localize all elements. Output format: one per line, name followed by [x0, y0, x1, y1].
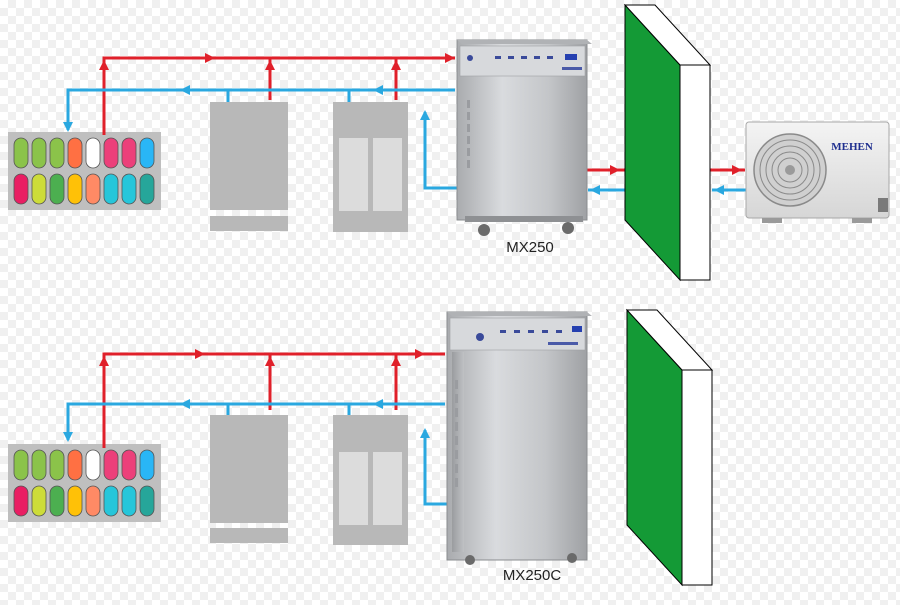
system-bottom: MX250C — [8, 308, 714, 587]
cold-arrow — [590, 185, 600, 195]
module-capsule — [31, 137, 47, 169]
cold-arrow — [63, 432, 73, 442]
system-top: MX250 MEHEN — [8, 3, 890, 282]
hot-arrow — [195, 349, 205, 359]
cold-arrow — [180, 399, 190, 409]
module-capsule — [121, 137, 137, 169]
module-capsule — [49, 485, 65, 517]
module-capsule — [67, 173, 83, 205]
outdoor-unit: MEHEN — [745, 121, 890, 223]
cold-arrow — [373, 85, 383, 95]
module-capsule — [49, 137, 65, 169]
vent-slots-top — [467, 100, 470, 168]
caster-wheel — [567, 553, 577, 563]
cold-arrow — [180, 85, 190, 95]
hot-arrow — [99, 356, 109, 366]
hot-arrow — [391, 356, 401, 366]
cabinet-double-top — [333, 102, 408, 232]
tray-row-2 — [13, 485, 155, 517]
unit-label: MX250 — [506, 239, 554, 256]
hot-arrow — [265, 60, 275, 70]
green-panel-bottom — [625, 308, 714, 587]
chiller-unit-top: MX250 — [456, 39, 592, 256]
module-capsule — [103, 449, 119, 481]
tray-row-2 — [13, 173, 155, 205]
module-capsule — [139, 173, 155, 205]
tray-row-1 — [13, 137, 155, 169]
module-capsule — [13, 173, 29, 205]
control-knob-icon — [467, 55, 473, 61]
hot-arrows-top — [99, 53, 742, 175]
module-capsule — [85, 137, 101, 169]
hot-arrow — [205, 53, 215, 63]
module-capsule — [139, 449, 155, 481]
module-capsule — [13, 137, 29, 169]
chiller-unit-bottom: MX250C — [446, 311, 592, 584]
module-capsule — [103, 173, 119, 205]
module-capsule — [49, 449, 65, 481]
cold-arrow — [373, 399, 383, 409]
caster-wheel — [562, 222, 574, 234]
module-capsule — [121, 173, 137, 205]
hot-arrow — [391, 60, 401, 70]
module-capsule — [67, 485, 83, 517]
vent-slots-bottom — [455, 380, 458, 487]
hot-arrow — [445, 53, 455, 63]
green-panel-top — [623, 3, 712, 282]
cold-arrow — [714, 185, 724, 195]
caster-wheel — [478, 224, 490, 236]
hot-arrows-bottom — [99, 349, 425, 366]
brand-label: MEHEN — [831, 141, 873, 153]
module-capsule — [31, 173, 47, 205]
hot-arrow — [732, 165, 742, 175]
cold-arrow — [420, 428, 430, 438]
module-capsule — [85, 173, 101, 205]
module-capsule — [67, 449, 83, 481]
hot-arrow — [415, 349, 425, 359]
unit-label: MX250C — [503, 567, 562, 584]
hot-arrow — [99, 60, 109, 70]
module-capsule — [103, 137, 119, 169]
module-tray-top — [8, 132, 161, 210]
cabinet-single-bottom — [210, 415, 288, 543]
tray-row-1 — [13, 449, 155, 481]
control-knob-icon — [476, 333, 484, 341]
module-capsule — [31, 485, 47, 517]
control-panel-bottom — [476, 326, 582, 345]
module-capsule — [67, 137, 83, 169]
module-capsule — [13, 485, 29, 517]
cabinet-double-bottom — [333, 415, 408, 545]
module-tray-bottom — [8, 444, 161, 522]
module-capsule — [85, 449, 101, 481]
hot-arrow — [610, 165, 620, 175]
tray-base — [8, 132, 161, 210]
tray-base — [8, 444, 161, 522]
module-capsule — [121, 449, 137, 481]
cold-arrow — [63, 122, 73, 132]
module-capsule — [121, 485, 137, 517]
module-capsule — [139, 485, 155, 517]
module-capsule — [139, 137, 155, 169]
hot-arrow — [265, 356, 275, 366]
module-capsule — [85, 485, 101, 517]
caster-wheel — [465, 555, 475, 565]
module-capsule — [31, 449, 47, 481]
cabinet-single-top — [210, 102, 288, 231]
control-panel-top — [467, 54, 582, 70]
module-capsule — [49, 173, 65, 205]
fan-grille-icon — [753, 133, 827, 207]
module-capsule — [103, 485, 119, 517]
cold-arrow — [420, 110, 430, 120]
module-capsule — [13, 449, 29, 481]
